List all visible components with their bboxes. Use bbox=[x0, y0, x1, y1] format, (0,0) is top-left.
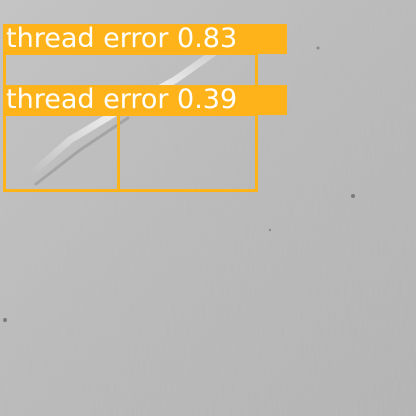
thread-defect-shadow bbox=[34, 116, 130, 186]
detection-box-2b bbox=[117, 113, 258, 192]
detection-box-2 bbox=[3, 113, 120, 192]
detection-label-2: thread error 0.39 bbox=[3, 85, 287, 115]
detection-label-1: thread error 0.83 bbox=[3, 24, 287, 54]
